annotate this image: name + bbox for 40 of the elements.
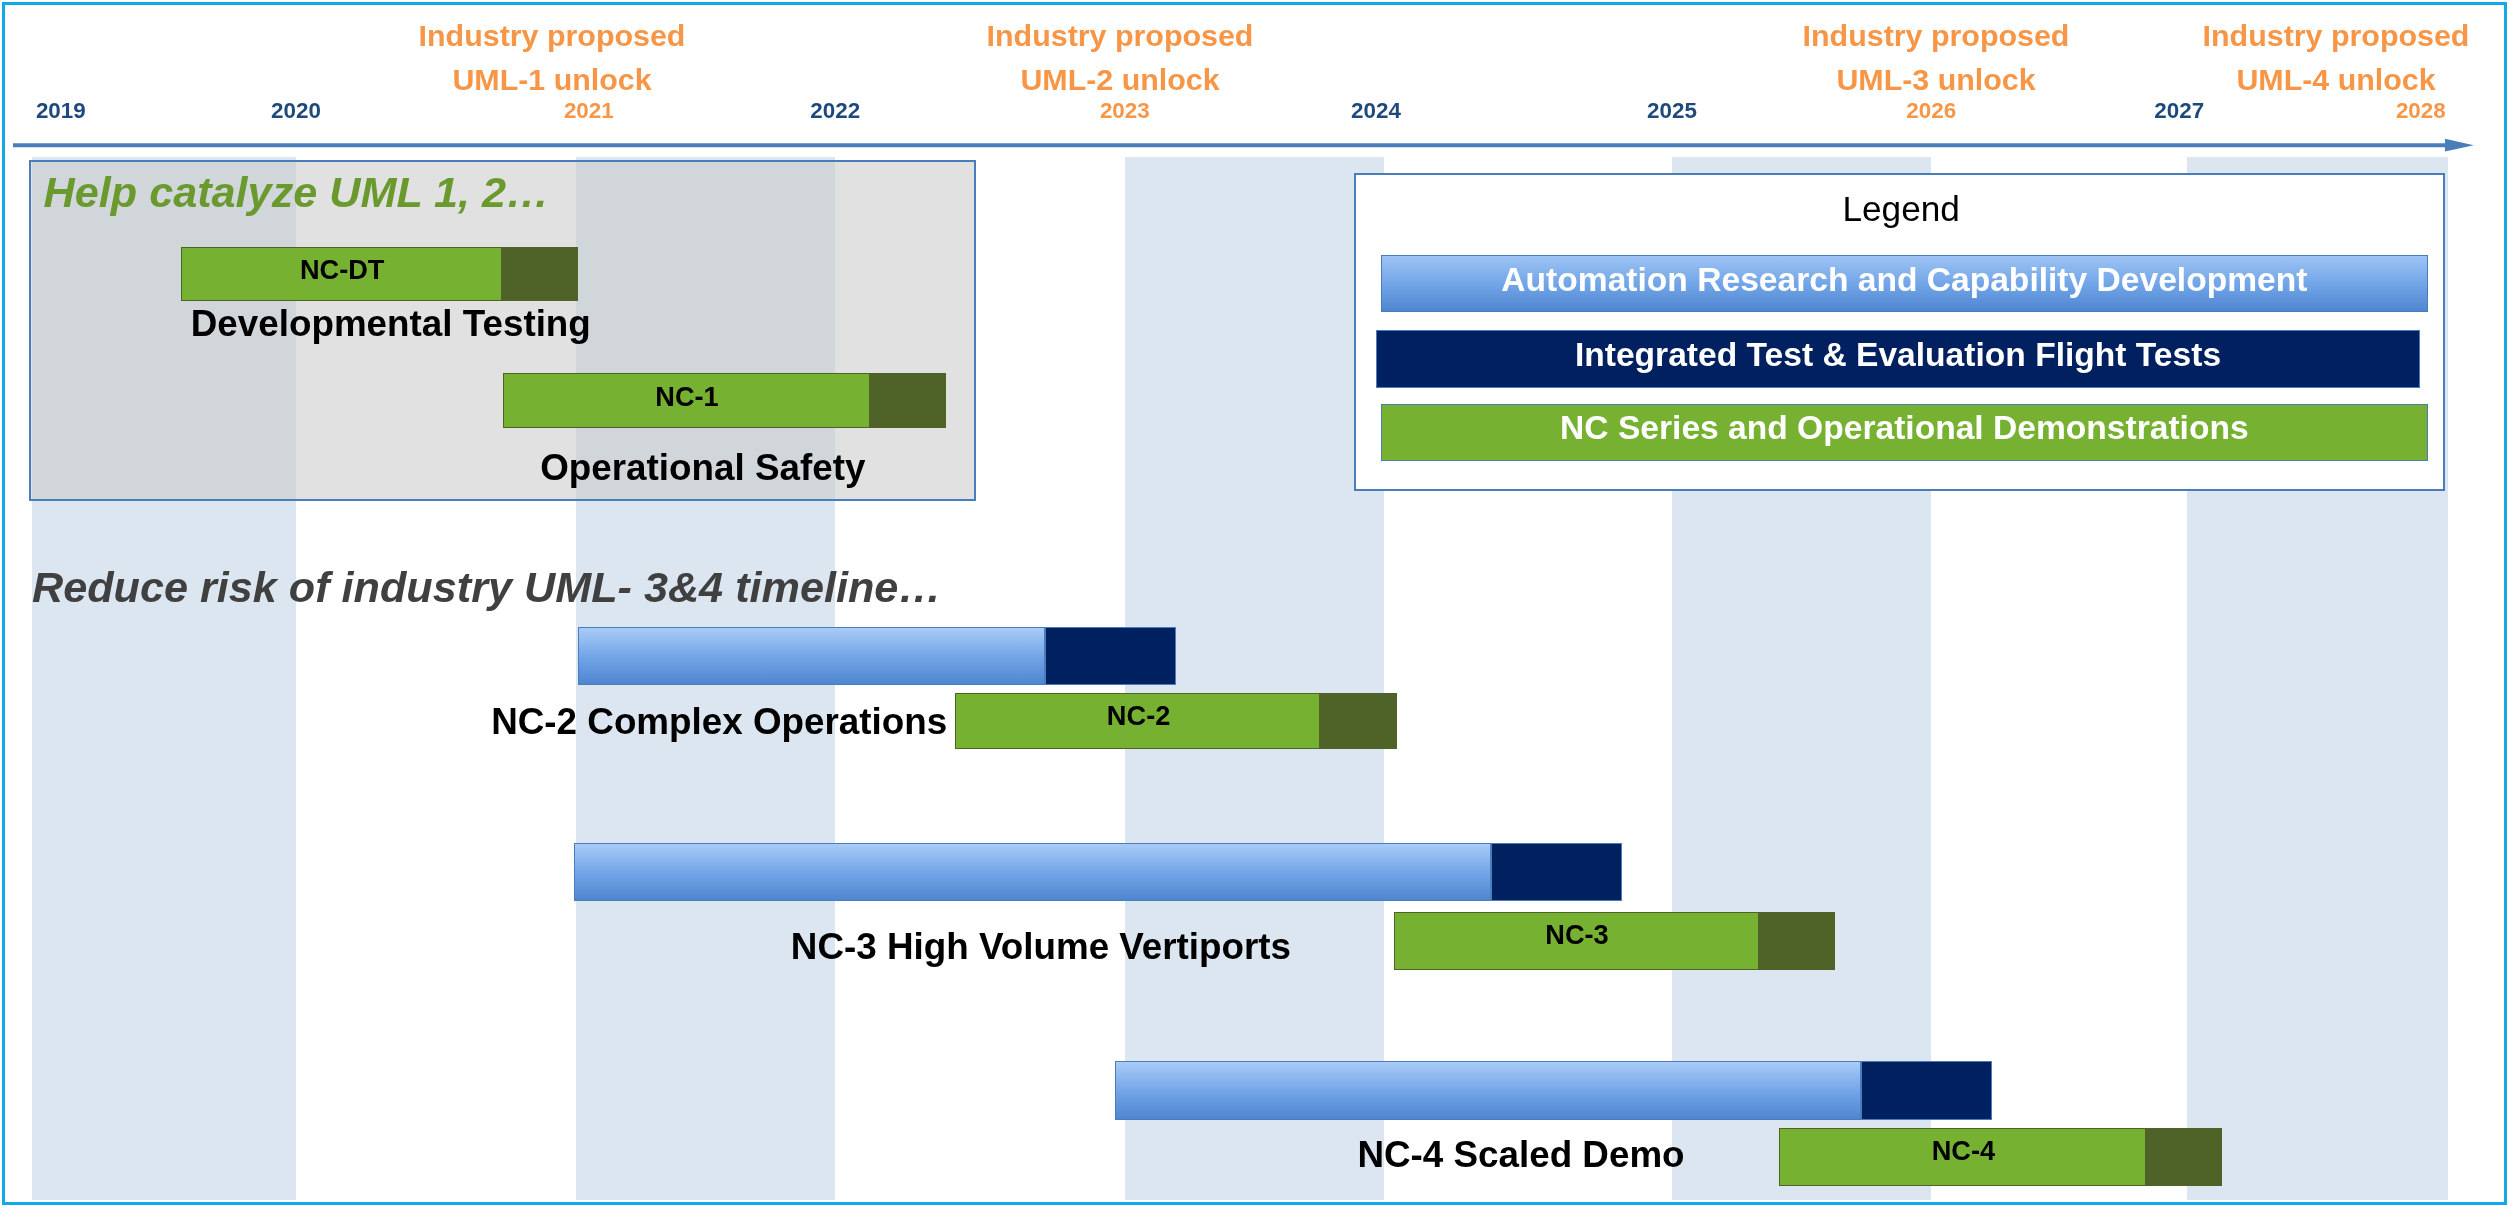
bar-caption: Developmental Testing (189, 302, 592, 345)
year-label: 2020 (270, 97, 322, 124)
year-label: 2026 (1905, 97, 1958, 124)
timeline-bar (1044, 627, 1176, 685)
legend-label: NC Series and Operational Demonstrations (1559, 409, 2250, 448)
bar-label: NC-3 (1544, 919, 1610, 952)
bar-label: NC-2 (1105, 700, 1172, 733)
year-label: 2024 (1350, 97, 1402, 124)
project-bar (1393, 912, 1836, 970)
legend-label: Integrated Test & Evaluation Flight Tests (1573, 335, 2223, 374)
milestone-label: Industry proposed UML-1 unlock (417, 16, 687, 98)
timeline-bar (1491, 843, 1623, 901)
bar-label: NC-1 (654, 380, 720, 413)
milestone-label: Industry proposed UML-2 unlock (985, 16, 1255, 98)
project-bar (955, 692, 1397, 749)
year-label: 2023 (1098, 97, 1151, 124)
section-heading: Reduce risk of industry UML- 3&4 timeline… (32, 563, 943, 613)
legend-title: Legend (1841, 189, 1961, 230)
year-label: 2025 (1646, 97, 1698, 124)
year-label: 2027 (2153, 97, 2206, 124)
timeline-bar (577, 627, 1045, 685)
bar-caption: Operational Safety (539, 446, 867, 489)
project-bar (1779, 1128, 2223, 1186)
legend-label: Automation Research and Capability Development (1500, 260, 2309, 299)
year-label: 2028 (2394, 97, 2447, 124)
year-label: 2021 (562, 97, 615, 124)
bar-label: NC-4 (1930, 1135, 1997, 1168)
bar-caption: NC-3 High Volume Vertiports (789, 925, 1293, 968)
year-label: 2019 (34, 97, 87, 124)
timeline-bar (1860, 1060, 1992, 1120)
milestone-label: Industry proposed UML-3 unlock (1801, 16, 2071, 98)
bar-caption: NC-2 Complex Operations (490, 700, 948, 743)
project-bar (181, 246, 578, 302)
phase-panel (28, 160, 976, 501)
project-bar (502, 373, 946, 428)
bar-label: NC-DT (298, 254, 386, 287)
panel-heading: Help catalyze UML 1, 2… (43, 168, 551, 218)
year-label: 2022 (809, 97, 862, 124)
bar-caption: NC-4 Scaled Demo (1356, 1133, 1686, 1176)
milestone-label: Industry proposed UML-4 unlock (2201, 16, 2471, 98)
